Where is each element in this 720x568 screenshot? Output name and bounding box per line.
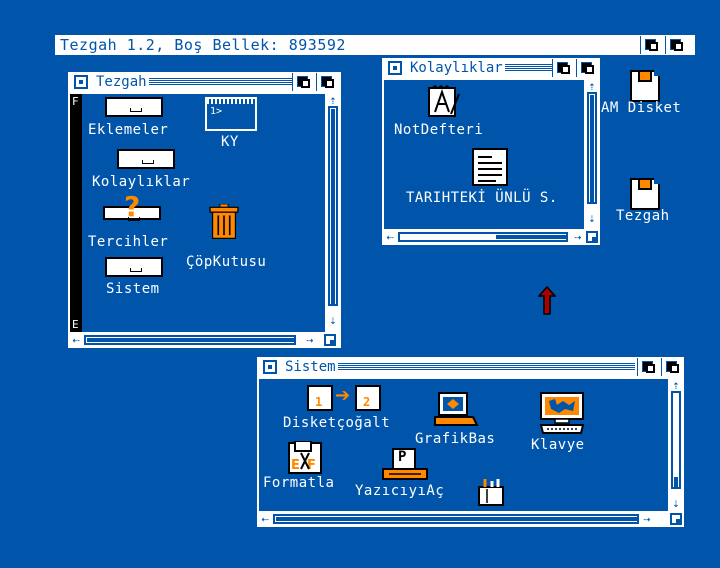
depth-back-icon[interactable] — [637, 358, 658, 376]
printer-icon[interactable] — [381, 447, 429, 483]
close-icon[interactable] — [388, 61, 402, 75]
drawer-eklemeler-label: Eklemeler — [88, 122, 169, 138]
window-title: Sistem — [283, 359, 338, 375]
depth-back-icon[interactable] — [292, 73, 313, 91]
diskcopy-label: Disketçoğalt — [283, 415, 391, 431]
window-title: Tezgah — [94, 74, 149, 90]
screen-title-bar[interactable]: Tezgah 1.2, Boş Bellek: 893592 — [55, 35, 695, 55]
diskcopy-source-icon[interactable]: 1 — [307, 385, 333, 411]
graphicdump-label: GrafikBas — [415, 431, 496, 447]
document-icon[interactable] — [472, 148, 508, 186]
window-content: F E Eklemeler Kolaylıklar ? Tercihler Si… — [70, 94, 325, 332]
window-title-bar[interactable]: Tezgah — [68, 72, 341, 92]
close-icon[interactable] — [263, 360, 277, 374]
scroll-up-icon[interactable]: ⇡ — [588, 79, 596, 93]
ram-disk-icon[interactable] — [630, 70, 660, 102]
svg-text:E: E — [291, 458, 300, 473]
tool-cup-icon[interactable] — [475, 477, 507, 507]
trashcan-icon[interactable] — [208, 204, 240, 240]
shell-icon[interactable]: 1> — [205, 97, 257, 131]
depth-front-icon[interactable] — [316, 73, 337, 91]
resize-icon[interactable] — [670, 513, 682, 525]
arrow-right-icon: ➔ — [335, 385, 351, 406]
screen-depth-front-button[interactable] — [665, 36, 686, 54]
vertical-scrollbar[interactable]: ⇡ ⇣ — [584, 78, 600, 229]
depth-back-icon[interactable] — [552, 59, 573, 77]
scroll-right-icon[interactable]: ⇢ — [574, 230, 582, 244]
keyboard-icon[interactable] — [539, 391, 585, 435]
drawer-sistem-label: Sistem — [106, 281, 160, 297]
screen-depth-back-button[interactable] — [640, 36, 661, 54]
vertical-scrollbar[interactable]: ⇡ ⇣ — [668, 377, 684, 511]
document-label: TARIHTEKİ ÜNLÜ S. — [406, 190, 558, 206]
screen-title: Tezgah 1.2, Boş Bellek: 893592 — [60, 36, 346, 54]
mouse-pointer-icon — [538, 286, 556, 315]
printer-sheet-letter: P — [398, 449, 407, 465]
depth-front-icon[interactable] — [661, 358, 682, 376]
horizontal-scrollbar[interactable]: ⇠ ⇢ — [257, 511, 684, 527]
notepad-icon[interactable] — [427, 84, 461, 118]
scroll-left-icon[interactable]: ⇠ — [386, 230, 394, 244]
graphicdump-icon[interactable] — [433, 391, 479, 427]
scroll-up-icon[interactable]: ⇡ — [672, 378, 680, 392]
trashcan-label: ÇöpKutusu — [186, 254, 267, 270]
drawer-sistem-icon[interactable] — [105, 257, 163, 277]
window-title: Kolaylıklar — [408, 60, 505, 76]
format-label: Formatla — [263, 475, 335, 491]
workbench-disk-label: Tezgah — [616, 208, 670, 224]
fuel-gauge: F E — [70, 94, 82, 332]
vertical-scrollbar[interactable]: ⇡ ⇣ — [325, 92, 341, 332]
window-content: 1 ➔ 2 Disketçoğalt GrafikBas Klavye — [259, 379, 668, 511]
horizontal-scrollbar[interactable]: ⇠ ⇢ — [68, 332, 341, 348]
svg-text:F: F — [307, 458, 316, 473]
window-system[interactable]: Sistem 1 ➔ 2 Disketçoğalt GrafikBas — [257, 357, 684, 527]
notepad-label: NotDefteri — [394, 122, 484, 138]
keyboard-label: Klavye — [531, 437, 585, 453]
resize-icon[interactable] — [324, 334, 336, 346]
workbench-disk-icon[interactable] — [630, 178, 660, 210]
diskcopy-target-icon[interactable]: 2 — [355, 385, 381, 411]
resize-icon[interactable] — [586, 231, 598, 243]
scroll-down-icon[interactable]: ⇣ — [329, 313, 337, 327]
drawer-tercihler-icon[interactable] — [103, 206, 161, 221]
window-workbench[interactable]: Tezgah F E Eklemeler Kolaylıklar ? Terci… — [68, 72, 341, 348]
close-icon[interactable] — [74, 75, 88, 89]
scroll-left-icon[interactable]: ⇠ — [72, 333, 80, 347]
drawer-tercihler-label: Tercihler — [88, 234, 169, 250]
scroll-down-icon[interactable]: ⇣ — [588, 211, 596, 225]
drawer-kolayliklar-icon[interactable] — [117, 149, 175, 169]
format-icon[interactable]: E F — [287, 441, 323, 475]
scroll-left-icon[interactable]: ⇠ — [261, 512, 269, 526]
question-mark-icon: ? — [124, 190, 141, 223]
window-content: NotDefteri TARIHTEKİ ÜNLÜ S. — [384, 80, 584, 229]
scroll-down-icon[interactable]: ⇣ — [672, 496, 680, 510]
scroll-right-icon[interactable]: ⇢ — [306, 333, 314, 347]
drawer-eklemeler[interactable] — [103, 97, 163, 117]
scroll-right-icon[interactable]: ⇢ — [643, 512, 651, 526]
scroll-up-icon[interactable]: ⇡ — [329, 93, 337, 107]
horizontal-scrollbar[interactable]: ⇠ ⇢ — [382, 229, 600, 245]
drawer-kolayliklar-label: Kolaylıklar — [92, 174, 191, 190]
window-title-bar[interactable]: Kolaylıklar — [382, 58, 600, 78]
depth-front-icon[interactable] — [576, 59, 597, 77]
drawer-icon — [105, 97, 163, 117]
printer-label: YazıcıyıAç — [355, 483, 445, 499]
window-title-bar[interactable]: Sistem — [257, 357, 684, 377]
window-utilities[interactable]: Kolaylıklar NotDefteri TARIHTEKİ ÜNLÜ S.… — [382, 58, 600, 245]
ram-disk-label: AM Disket — [601, 100, 682, 116]
shell-ky-label: KY — [221, 134, 239, 150]
